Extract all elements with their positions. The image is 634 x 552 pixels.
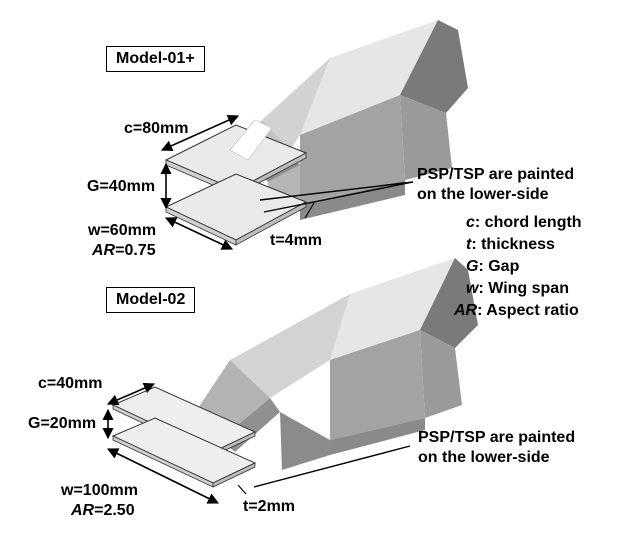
model-02-span-label: w=100mm xyxy=(61,482,138,499)
model-01-span-arrow xyxy=(164,217,234,250)
model-01-chord-label: c=80mm xyxy=(124,120,189,137)
model-01-paint-note: PSP/TSP are painted on the lower-side xyxy=(417,166,575,203)
legend-row-aspect-ratio: AR: Aspect ratio xyxy=(454,302,579,319)
model-02-chord-label: c=40mm xyxy=(38,375,103,392)
model-01-chord-arrow xyxy=(160,115,240,151)
model-02-support-sting xyxy=(190,258,478,470)
model-01-aspect-ratio-label: AR=0.75 xyxy=(92,242,156,259)
legend-row-gap: G: Gap xyxy=(466,258,520,275)
model-01-thickness-label: t=4mm xyxy=(270,232,323,249)
model-02-paint-note: PSP/TSP are painted on the lower-side xyxy=(418,429,576,466)
model-02-aspect-ratio-label: AR=2.50 xyxy=(71,502,135,519)
model-02-thickness-leader xyxy=(237,484,247,495)
model-01-note-pointer-a xyxy=(263,181,414,213)
model-01-note-pointer-b xyxy=(259,181,414,201)
model-01-gap-label: G=40mm xyxy=(87,178,156,195)
model-01-span-label: w=60mm xyxy=(88,222,157,239)
model-01-thickness-leader xyxy=(304,202,315,219)
model-01-title-box: Model-01+ xyxy=(106,46,205,72)
model-02-thickness-label: t=2mm xyxy=(243,498,296,515)
legend-row-thickness: t: thickness xyxy=(466,236,555,253)
model-02-note-pointer xyxy=(253,445,411,488)
model-02-gap-label: G=20mm xyxy=(28,415,97,432)
legend-row-span: w: Wing span xyxy=(466,280,569,297)
model-01-support-sting xyxy=(228,20,468,220)
symbol-legend: c: chord length t: thickness G: Gap w: W… xyxy=(454,212,582,322)
model-02-chord-arrow xyxy=(106,382,156,406)
model-02-span-arrow xyxy=(106,448,220,504)
legend-row-chord: c: chord length xyxy=(466,214,582,231)
model-02-title-box: Model-02 xyxy=(106,287,196,313)
